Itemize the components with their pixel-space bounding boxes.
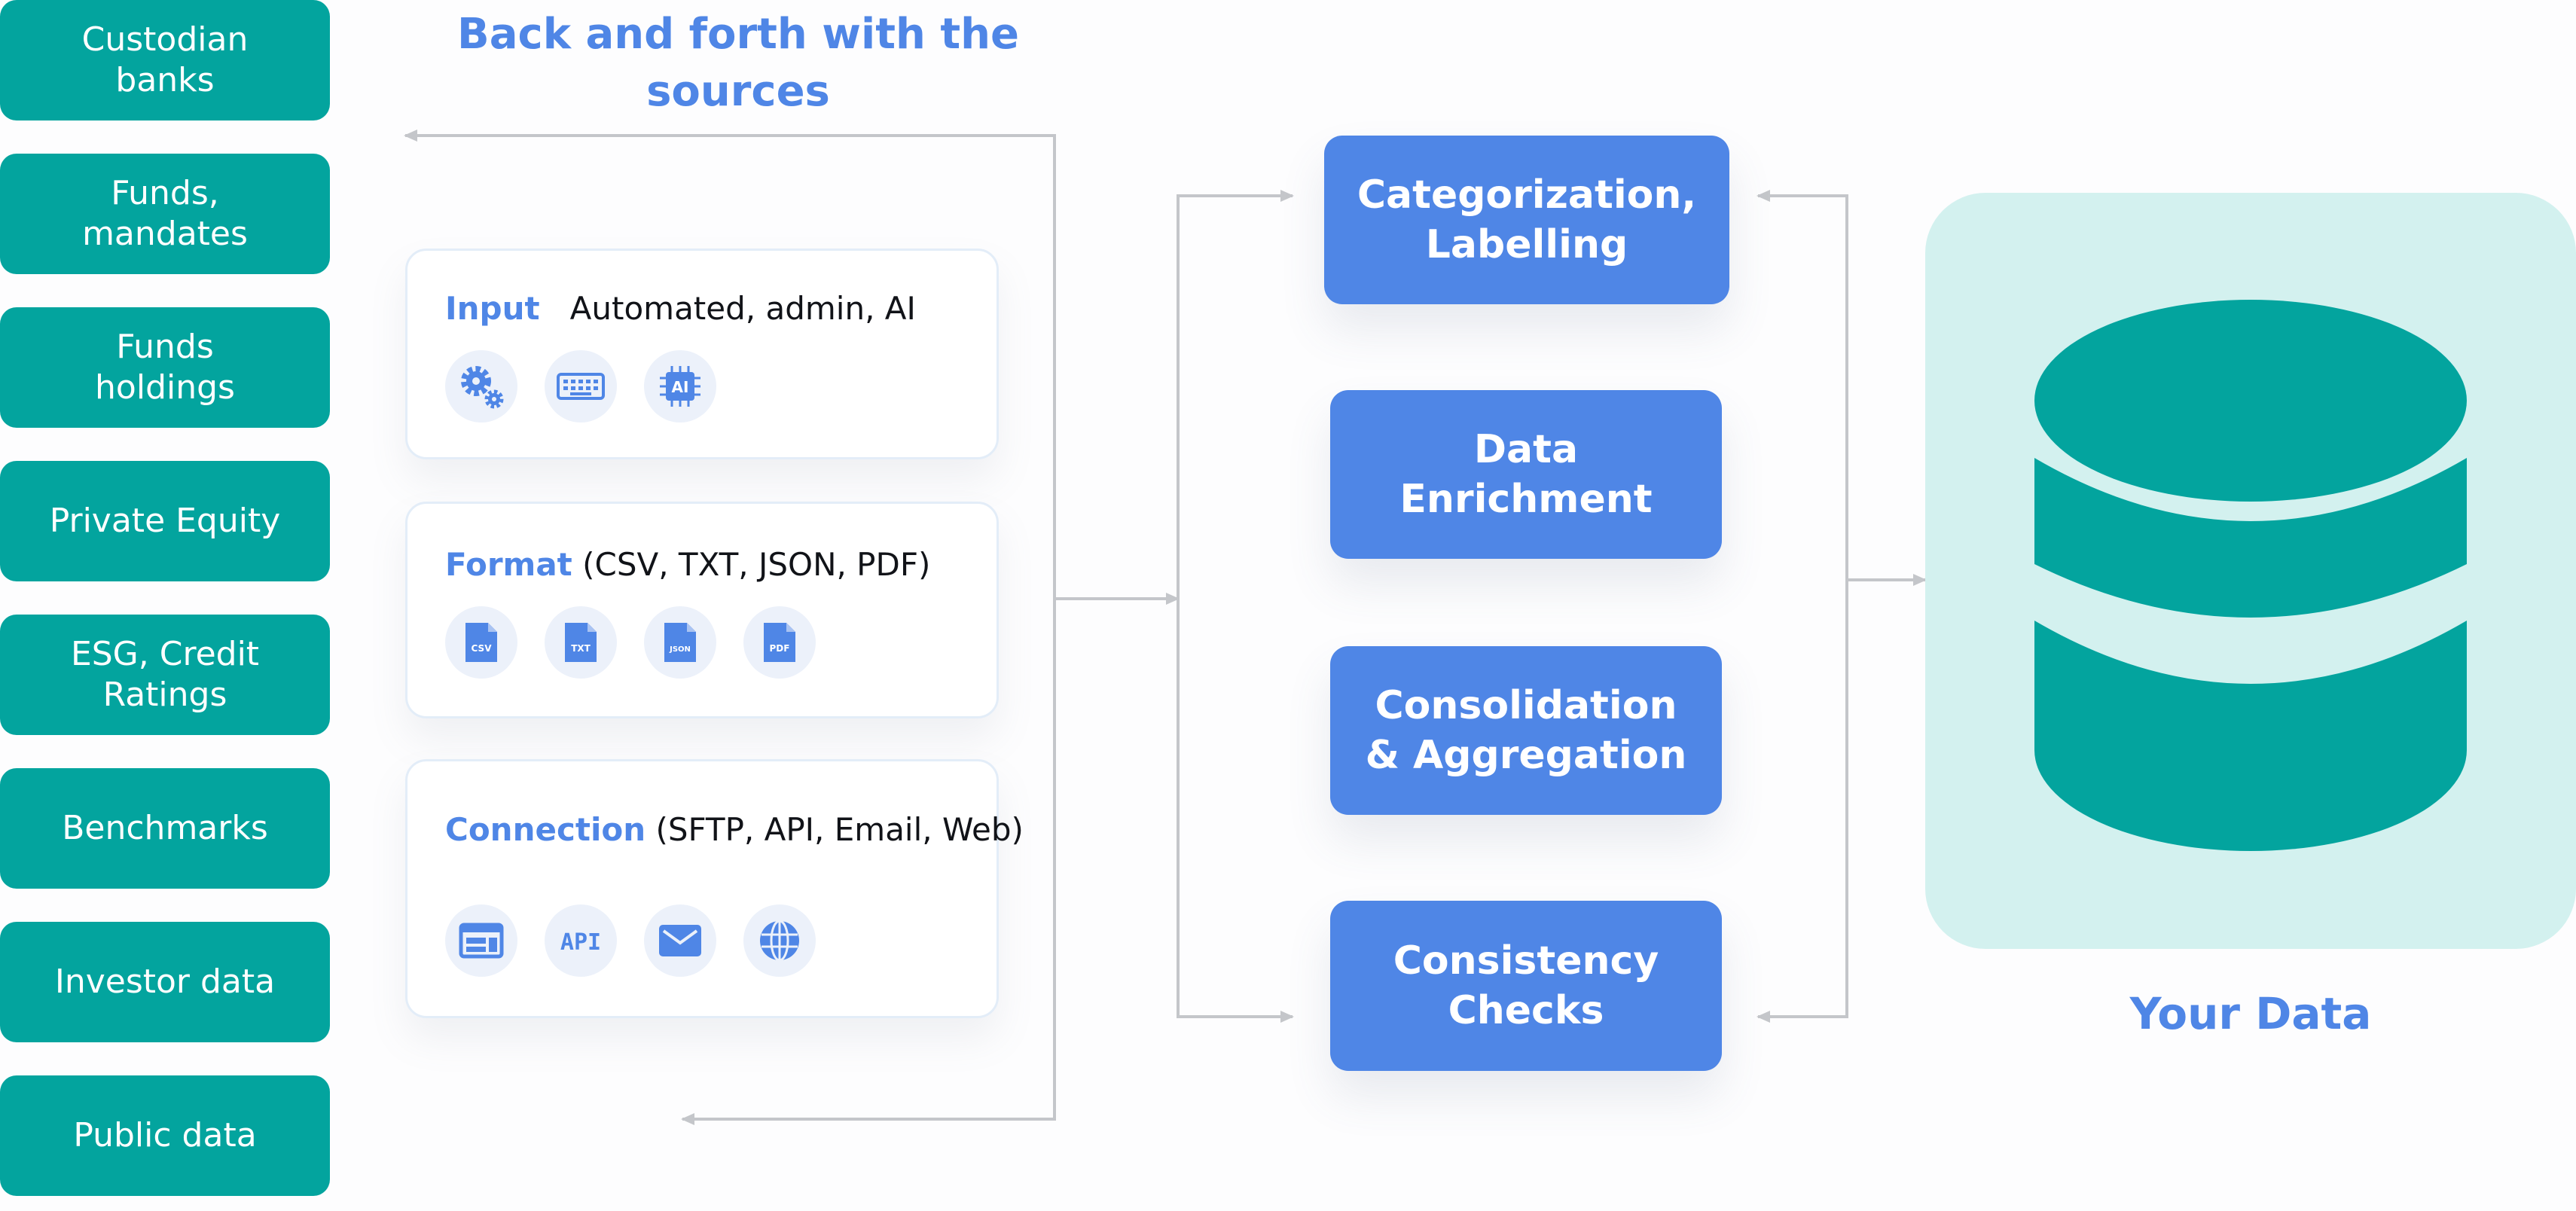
process-consistency-checks: Consistency Checks: [1330, 901, 1722, 1071]
process-data-enrichment: Data Enrichment: [1330, 390, 1722, 559]
csv-file-icon: CSV: [445, 606, 517, 679]
api-icon-label: API: [560, 929, 601, 956]
input-keyword: Input: [445, 290, 540, 327]
source-public-data: Public data: [0, 1075, 330, 1196]
connection-card: Connection (SFTP, API, Email, Web) API: [405, 759, 1024, 1018]
csv-file-label: CSV: [472, 643, 493, 654]
input-description: Automated, admin, AI: [569, 290, 916, 327]
database-icon: [2034, 300, 2467, 851]
ai-chip-icon: AI: [644, 350, 716, 422]
process-consolidation-aggregation: Consolidation & Aggregation: [1330, 646, 1722, 815]
diagram-heading: Back and forth with the sources: [457, 10, 1019, 116]
source-custodian-banks: Custodian banks: [0, 0, 330, 120]
connection-description: (SFTP, API, Email, Web): [655, 811, 1024, 848]
input-card: Input Automated, admin, AI: [405, 249, 999, 459]
connection-card-title: Connection (SFTP, API, Email, Web): [445, 811, 1024, 849]
gears-icon: [445, 350, 517, 422]
json-file-icon: JSON: [644, 606, 716, 679]
format-card: Format (CSV, TXT, JSON, PDF) CSV TXT JSO…: [405, 502, 999, 718]
txt-file-label: TXT: [571, 643, 591, 654]
json-file-label: JSON: [669, 645, 691, 654]
api-icon: API: [545, 904, 617, 977]
source-esg-credit-ratings: ESG, Credit Ratings: [0, 615, 330, 735]
source-funds-mandates: Funds, mandates: [0, 154, 330, 274]
source-investor-data: Investor data: [0, 922, 330, 1042]
source-benchmarks: Benchmarks: [0, 768, 330, 889]
ai-chip-label: AI: [672, 378, 689, 396]
your-data-panel: [1925, 193, 2576, 949]
format-description: (CSV, TXT, JSON, PDF): [582, 546, 931, 583]
format-keyword: Format: [445, 546, 572, 583]
process-categorization-labelling: Categorization, Labelling: [1324, 136, 1729, 304]
globe-icon: [743, 904, 816, 977]
source-funds-holdings: Funds holdings: [0, 307, 330, 428]
input-card-title: Input Automated, admin, AI: [445, 290, 916, 328]
web-window-icon: [445, 904, 517, 977]
connection-keyword: Connection: [445, 811, 646, 848]
keyboard-icon: [545, 350, 617, 422]
format-card-title: Format (CSV, TXT, JSON, PDF): [445, 546, 930, 584]
pdf-file-icon: PDF: [743, 606, 816, 679]
email-icon: [644, 904, 716, 977]
txt-file-icon: TXT: [545, 606, 617, 679]
source-private-equity: Private Equity: [0, 461, 330, 581]
pdf-file-label: PDF: [770, 643, 790, 654]
your-data-label: Your Data: [2129, 988, 2372, 1039]
